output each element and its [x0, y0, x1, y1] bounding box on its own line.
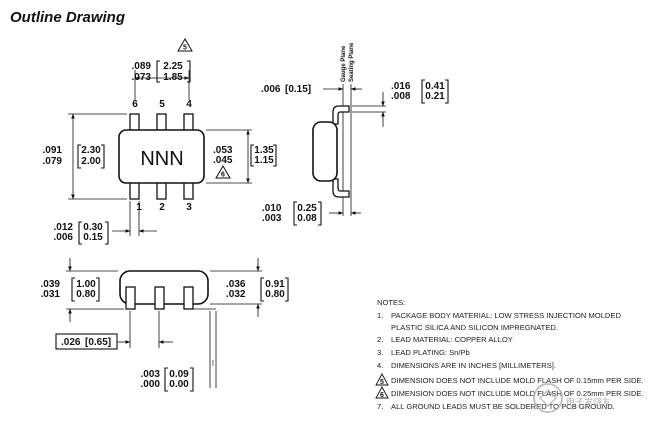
end-lead-2	[154, 286, 165, 310]
dim-gauge-in: .006	[261, 84, 281, 95]
lead-pin-1	[129, 181, 140, 200]
dim-length-mm-max: 2.30	[81, 145, 101, 156]
dim-lead-width-in-min: .006	[54, 232, 74, 243]
dim-pitch-in-min: .073	[132, 72, 152, 83]
top-view: NNN 6 5 4 1 2 3 .089 .073 2.25 1.85 5 .0…	[43, 38, 277, 245]
dim-lead-thick-mm-min: 0.21	[425, 91, 445, 102]
package-marking: NNN	[140, 148, 183, 170]
dim-height-left-in-min: .031	[41, 289, 61, 300]
package-body-side	[312, 121, 338, 182]
end-view: .039 .031 1.00 0.80 .036 .032 0.91 0.80 …	[41, 258, 289, 392]
dim-length-in-min: .079	[43, 156, 63, 167]
package-body-top	[118, 129, 205, 184]
note-5-triangle-icon	[375, 373, 389, 386]
dim-lead-width-mm-max: 0.30	[83, 222, 103, 233]
note-1-text: PACKAGE BODY MATERIAL: LOW STRESS INJECT…	[391, 311, 621, 320]
dim-foot-mm-min: 0.08	[297, 213, 317, 224]
dim-gauge-mm: [0.15]	[285, 84, 311, 95]
note-5-num: 5	[380, 379, 384, 386]
dim-width-mm-min: 1.15	[254, 155, 274, 166]
note-6-text: DIMENSION DOES NOT INCLUDE MOLD FLASH OF…	[391, 389, 644, 398]
pin-label-4: 4	[186, 99, 192, 110]
dim-height-left-mm-max: 1.00	[76, 279, 96, 290]
lead-pin-6	[129, 113, 140, 132]
note-3-num: 3.	[377, 348, 383, 357]
dim-height-right-in-min: .032	[226, 289, 246, 300]
dim-end-pitch-mm: [0.65]	[85, 337, 111, 348]
lead-pin-4	[183, 113, 194, 132]
notes-heading: NOTES:	[377, 298, 405, 307]
dim-width-in-min: .045	[213, 155, 233, 166]
notes-block: NOTES: 1. PACKAGE BODY MATERIAL: LOW STR…	[375, 298, 644, 411]
dim-end-pitch-in: .026	[61, 337, 81, 348]
watermark-logo-icon	[533, 383, 563, 413]
pin-label-5: 5	[159, 99, 165, 110]
lead-pin-5	[156, 113, 167, 132]
side-lead-top	[332, 105, 350, 125]
note-2-num: 2.	[377, 335, 383, 344]
dim-standoff-in-min: .000	[141, 379, 161, 390]
dim-foot-in-min: .003	[262, 213, 282, 224]
side-lead-bottom	[332, 178, 350, 198]
gauge-plane-label: Gauge Plane	[341, 45, 347, 82]
dim-standoff-mm-min: 0.00	[169, 379, 189, 390]
dim-length-mm-min: 2.00	[81, 156, 101, 167]
pin-label-6: 6	[132, 99, 138, 110]
dim-height-right-mm-max: 0.91	[265, 279, 285, 290]
side-view: Gauge Plane Seating Plane .006 [0.15] .0…	[261, 42, 449, 226]
note-ref-6: 6	[221, 172, 225, 179]
pitch-box	[55, 333, 118, 350]
dim-lead-width-mm-min: 0.15	[83, 232, 103, 243]
note-4-text: DIMENSIONS ARE IN INCHES [MILLIMETERS].	[391, 361, 556, 370]
watermark: 电子发烧友	[533, 383, 611, 413]
lead-pin-3	[183, 181, 194, 200]
note-1-num: 1.	[377, 311, 383, 320]
note-5-text: DIMENSION DOES NOT INCLUDE MOLD FLASH OF…	[391, 376, 644, 385]
dim-width-in-max: .053	[213, 145, 233, 156]
note-6-triangle-icon	[375, 386, 389, 399]
dim-pitch-mm-min: 1.85	[163, 72, 183, 83]
note-7-num: 7.	[377, 402, 383, 411]
note-2-text: LEAD MATERIAL: COPPER ALLOY	[391, 335, 513, 344]
note-3-text: LEAD PLATING: Sn/Pb	[391, 348, 470, 357]
dim-height-left-in-max: .039	[41, 279, 61, 290]
note-1-cont: PLASTIC SILICA AND SILICON IMPREGNATED.	[391, 323, 558, 332]
dim-lead-thick-in-min: .008	[391, 91, 411, 102]
end-lead-3	[183, 286, 194, 310]
lead-pin-2	[156, 181, 167, 200]
dim-standoff-mm-max: 0.09	[169, 369, 189, 380]
dim-foot-in-max: .010	[262, 203, 282, 214]
dim-length-in-max: .091	[43, 145, 63, 156]
dim-pitch-in-max: .089	[132, 61, 152, 72]
seating-plane-label: Seating Plane	[349, 42, 355, 82]
dim-lead-thick-in-max: .016	[391, 81, 411, 92]
pin-label-2: 2	[159, 202, 165, 213]
drawing-title: Outline Drawing	[10, 9, 125, 26]
dim-width-mm-max: 1.35	[254, 145, 274, 156]
note-4-num: 4.	[377, 361, 383, 370]
dim-height-left-mm-min: 0.80	[76, 289, 96, 300]
dim-standoff-in-max: .003	[141, 369, 161, 380]
note-7-text: ALL GROUND LEADS MUST BE SOLDERED TO PCB…	[391, 402, 615, 411]
note-ref-5: 5	[183, 45, 187, 52]
dim-height-right-mm-min: 0.80	[265, 289, 285, 300]
note-6-num: 6	[380, 392, 384, 399]
dim-pitch-mm-max: 2.25	[163, 61, 183, 72]
dim-lead-width-in-max: .012	[54, 222, 74, 233]
end-lead-1	[125, 286, 136, 310]
watermark-text: 电子发烧友	[566, 396, 611, 407]
dim-height-right-in-max: .036	[226, 279, 246, 290]
dim-lead-thick-mm-max: 0.41	[425, 81, 445, 92]
dim-foot-mm-max: 0.25	[297, 203, 317, 214]
pin-label-3: 3	[186, 202, 192, 213]
